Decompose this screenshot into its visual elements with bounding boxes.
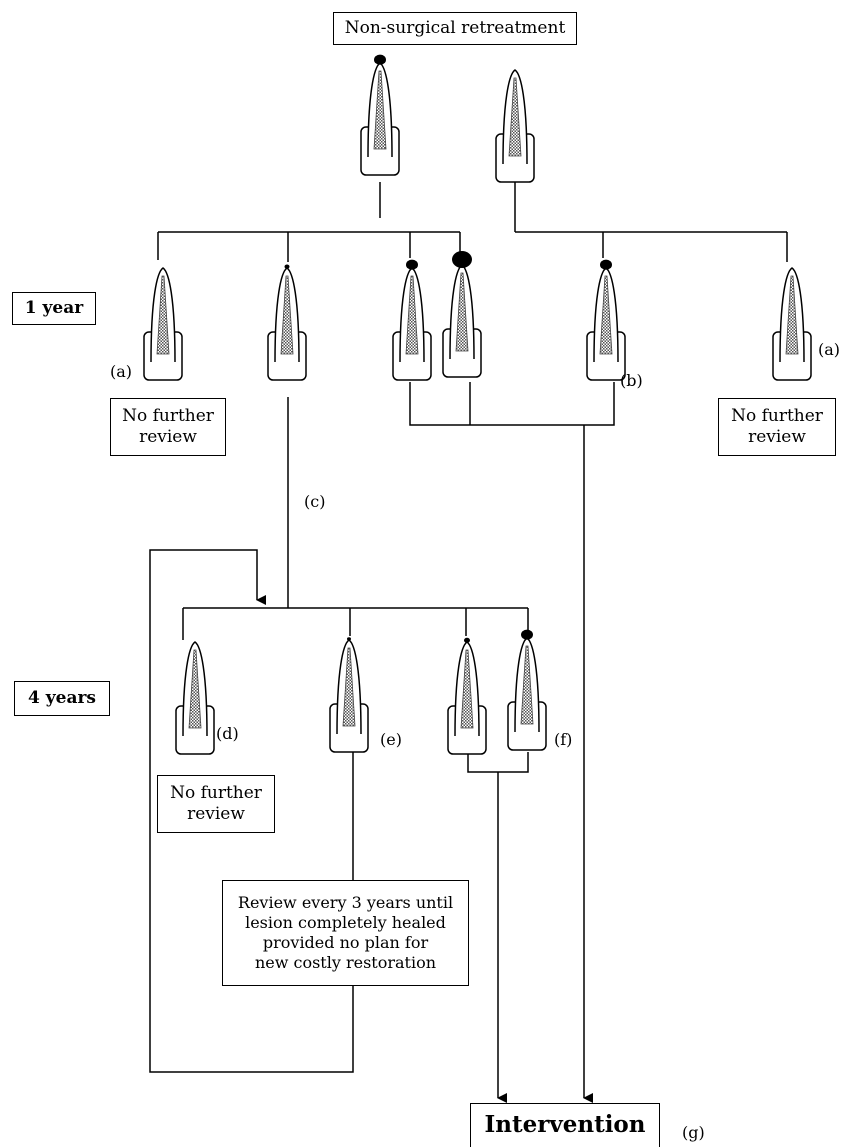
tooth-1yr-healed-right bbox=[773, 268, 811, 380]
marker-a-right: (a) bbox=[818, 340, 840, 359]
no-further-review-text-left: No further review bbox=[122, 406, 214, 449]
no-further-review-box-4yr: No further review bbox=[157, 775, 275, 833]
no-further-review-text-4yr: No further review bbox=[170, 783, 262, 826]
marker-c: (c) bbox=[304, 492, 325, 511]
marker-d: (d) bbox=[216, 724, 239, 743]
no-further-review-box-left: No further review bbox=[110, 398, 226, 456]
join-4yr-persisting bbox=[468, 752, 528, 772]
tooth-4yr-widened-space bbox=[330, 637, 368, 752]
tooth-1yr-reducing bbox=[268, 265, 306, 381]
four-years-label: 4 years bbox=[28, 688, 96, 709]
intervention-text: Intervention bbox=[485, 1111, 646, 1140]
periapical-lesion-dot bbox=[374, 55, 386, 65]
join-enlarging-lesions bbox=[410, 382, 614, 425]
tooth-1yr-enlarged bbox=[443, 251, 481, 377]
periapical-lesion-dot bbox=[452, 251, 472, 268]
branch-drops-4-years bbox=[183, 608, 528, 640]
periapical-lesion-dot bbox=[464, 638, 470, 643]
tooth-4yr-small-lesion bbox=[448, 638, 486, 754]
tooth-1yr-new-lesion bbox=[587, 260, 625, 380]
marker-e: (e) bbox=[380, 730, 402, 749]
tooth-4yr-persisting-lesion bbox=[508, 630, 546, 750]
marker-a-left: (a) bbox=[110, 362, 132, 381]
marker-f: (f) bbox=[554, 730, 572, 749]
tooth-1yr-healed-left bbox=[144, 268, 182, 380]
periapical-lesion-dot bbox=[521, 630, 533, 640]
no-further-review-box-right: No further review bbox=[718, 398, 836, 456]
title-text: Non-surgical retreatment bbox=[345, 18, 566, 39]
marker-b: (b) bbox=[620, 371, 643, 390]
tooth-1yr-persisting bbox=[393, 260, 431, 380]
periapical-lesion-dot bbox=[285, 265, 290, 269]
title-box: Non-surgical retreatment bbox=[333, 12, 577, 45]
tooth-baseline-with-lesion bbox=[361, 55, 399, 175]
review-every-3-years-text: Review every 3 years until lesion comple… bbox=[238, 893, 453, 973]
periapical-lesion-dot bbox=[406, 260, 418, 270]
periapical-lesion-dot bbox=[600, 260, 612, 270]
intervention-box: Intervention bbox=[470, 1103, 660, 1147]
tooth-baseline-healthy bbox=[496, 70, 534, 182]
one-year-label-box: 1 year bbox=[12, 292, 96, 325]
no-further-review-text-right: No further review bbox=[731, 406, 823, 449]
one-year-label: 1 year bbox=[25, 298, 83, 319]
four-years-label-box: 4 years bbox=[14, 681, 110, 716]
periapical-lesion-dot bbox=[347, 637, 351, 640]
branch-drops-1-year bbox=[158, 232, 787, 262]
tooth-4yr-healed bbox=[176, 642, 214, 754]
review-every-3-years-box: Review every 3 years until lesion comple… bbox=[222, 880, 469, 986]
marker-g: (g) bbox=[682, 1123, 705, 1142]
